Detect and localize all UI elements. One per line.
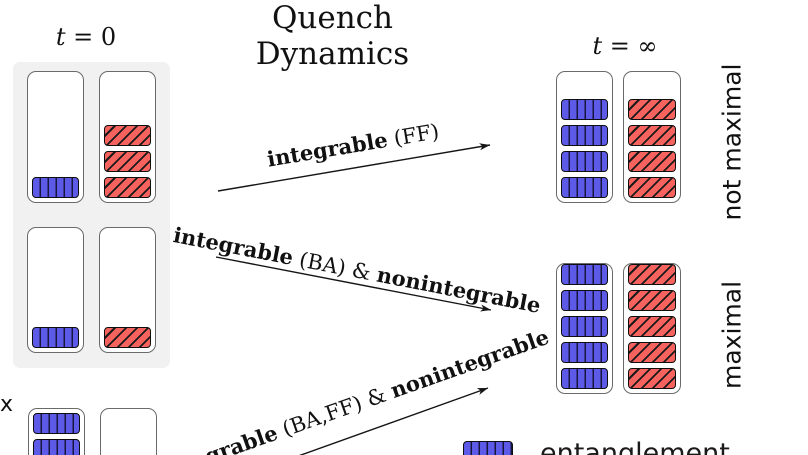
red-hatched-block: [104, 177, 151, 198]
tube-final-notmax-right: [623, 71, 681, 203]
red-hatched-block: [628, 99, 676, 120]
red-hatched-block: [628, 290, 676, 311]
tube-initial-bottom-left: [27, 227, 84, 353]
edge-x-label: x: [0, 392, 14, 417]
blue-striped-block: [561, 264, 608, 285]
tube-final-max-left: [556, 263, 613, 394]
blue-striped-block: [33, 439, 80, 455]
blue-striped-block: [561, 177, 608, 198]
arrow-label-integrable-baff: integrable (BA,FF) & nonintegrable: [157, 323, 553, 455]
red-hatched-block: [104, 327, 151, 348]
tube-initial-bottom-right: [99, 227, 156, 353]
time-zero-label: t = 0: [55, 23, 117, 51]
tube-final-max-right: [623, 263, 681, 394]
maximal-label: maximal: [717, 280, 747, 390]
blue-striped-block: [561, 368, 608, 389]
tube-initial-edge-right: [100, 408, 157, 455]
arrow-label-integrable-ba: integrable (BA) & nonintegrable: [171, 222, 543, 318]
arrow-label-integrable-ff: integrable (FF): [265, 119, 441, 172]
tube-final-notmax-left: [556, 71, 613, 203]
blue-striped-block: [561, 316, 608, 337]
not-maximal-label: not maximal: [717, 63, 747, 221]
blue-striped-block: [32, 327, 79, 348]
red-hatched-block: [628, 177, 676, 198]
blue-striped-block: [561, 99, 608, 120]
entanglement-legend-label: entanglement: [540, 438, 730, 455]
red-hatched-block: [628, 264, 676, 285]
tube-initial-top-right: [99, 71, 156, 203]
red-hatched-block: [628, 342, 676, 363]
entanglement-legend-swatch: [463, 441, 513, 455]
red-hatched-block: [104, 125, 151, 146]
red-hatched-block: [628, 316, 676, 337]
time-variable: t: [592, 32, 603, 60]
blue-striped-block: [561, 342, 608, 363]
time-variable: t: [55, 23, 66, 51]
blue-striped-block: [561, 125, 608, 146]
red-hatched-block: [628, 368, 676, 389]
blue-striped-block: [32, 177, 79, 198]
blue-striped-block: [561, 290, 608, 311]
tube-initial-top-left: [27, 71, 84, 203]
red-hatched-block: [104, 151, 151, 172]
time-infinity-label: t = ∞: [592, 32, 658, 60]
blue-striped-block: [561, 151, 608, 172]
tube-initial-edge-left: [28, 408, 85, 455]
red-hatched-block: [628, 125, 676, 146]
blue-striped-block: [33, 413, 80, 434]
red-hatched-block: [628, 151, 676, 172]
figure-title: Quench Dynamics: [255, 0, 410, 72]
